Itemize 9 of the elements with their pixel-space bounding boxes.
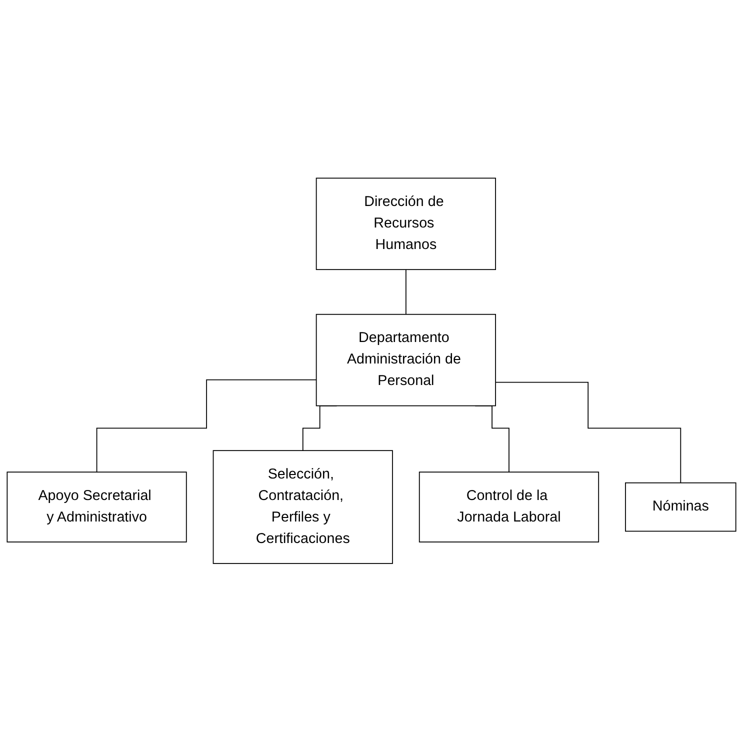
connector (405, 269, 406, 315)
node-box: Selección, Contratación, Perfiles y Certificaciones (212, 450, 393, 564)
node-box: Dirección de Recursos Humanos (316, 178, 496, 270)
connector (495, 382, 682, 484)
connector (96, 380, 317, 473)
node-box: Departamento Administración de Personal (316, 314, 496, 406)
node-box: Control de la Jornada Laboral (418, 472, 600, 543)
node-box: Nóminas (625, 482, 736, 532)
node-box: Apoyo Secretarial y Administrativo (6, 472, 187, 543)
